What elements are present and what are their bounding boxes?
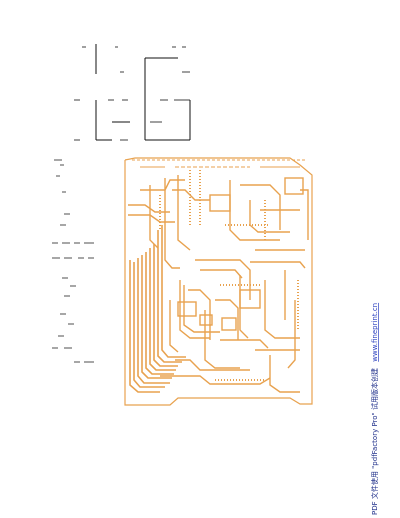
pcb-board <box>124 157 313 406</box>
schematic-block-top <box>74 44 191 141</box>
svg-text:PDF 文件使用 "pdfFactory Pro" 试用版本: PDF 文件使用 "pdfFactory Pro" 试用版本创建 www.fin… <box>370 303 379 515</box>
pcb-center-traces <box>160 259 271 385</box>
watermark-vertical: PDF 文件使用 "pdfFactory Pro" 试用版本创建 www.fin… <box>370 303 379 515</box>
watermark-prefix: PDF 文件使用 "pdfFactory Pro" 试用版本创建 <box>370 368 379 515</box>
pcb-right-traces <box>209 177 309 393</box>
pcb-outline <box>124 157 313 406</box>
pcb-left-bus <box>129 225 186 393</box>
pcb-upper-left-traces <box>128 175 210 269</box>
watermark-link[interactable]: www.fineprint.cn <box>371 303 379 362</box>
pcb-top-header <box>132 159 305 168</box>
left-pin-labels <box>52 159 94 363</box>
pcb-pad-clusters <box>159 170 299 381</box>
